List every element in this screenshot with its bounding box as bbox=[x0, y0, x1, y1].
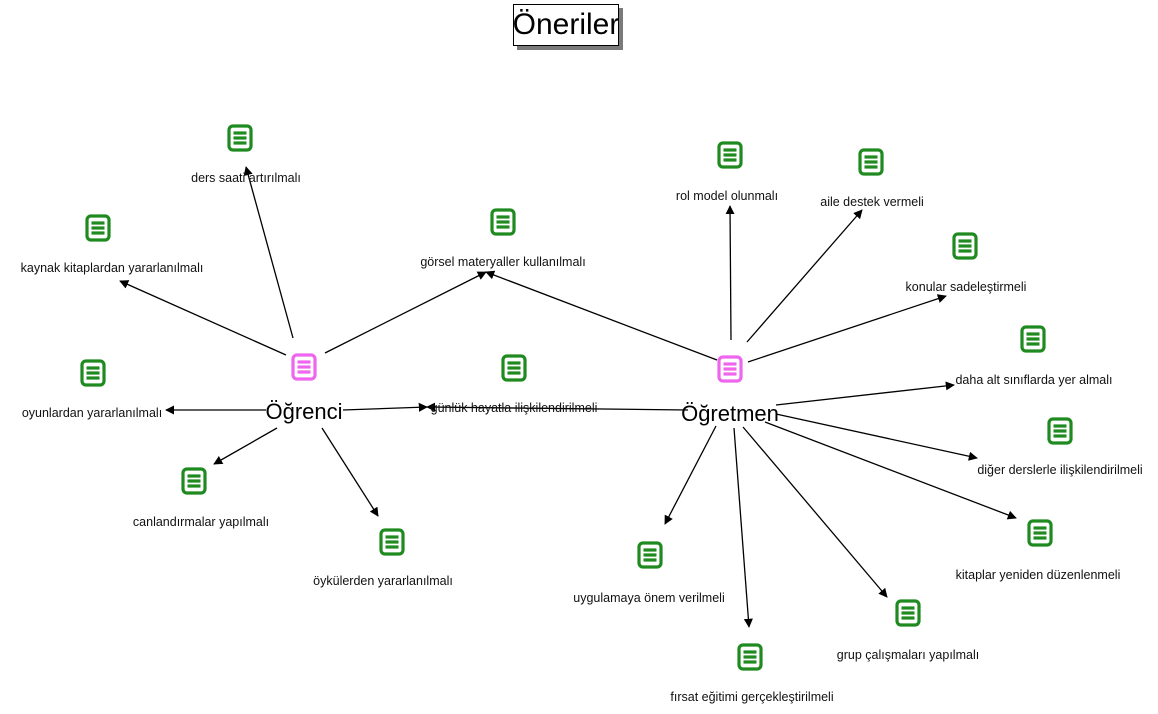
edge-ogretmen-to-aile bbox=[746, 209, 863, 343]
leaf-firsat-icon bbox=[737, 643, 763, 671]
leaf-oykuler-icon bbox=[379, 528, 405, 556]
leaf-aile-icon bbox=[858, 148, 884, 176]
leaf-diger-ders-icon bbox=[1047, 417, 1073, 445]
edge-ogretmen-to-alt-sinif bbox=[775, 381, 955, 406]
leaf-rol-model-icon bbox=[717, 141, 743, 169]
edge-ogretmen-to-firsat bbox=[733, 427, 753, 628]
leaf-alt-sinif-label: daha alt sınıflarda yer almalı bbox=[955, 373, 1113, 387]
leaf-grup-label: grup çalışmaları yapılmalı bbox=[836, 648, 980, 662]
edge-ogrenci-to-kaynak-kitap bbox=[119, 280, 287, 356]
leaf-konular-label: konular sadeleştirmeli bbox=[905, 280, 1027, 294]
edge-ogretmen-to-gorsel bbox=[485, 270, 718, 361]
leaf-gunluk-icon bbox=[501, 354, 527, 382]
edge-ogretmen-to-diger-ders bbox=[775, 413, 978, 461]
edge-ogrenci-to-canlandirma bbox=[213, 427, 278, 465]
leaf-ders-saati-icon bbox=[227, 124, 253, 152]
leaf-uygulama-label: uygulamaya önem verilmeli bbox=[573, 591, 725, 605]
edge-ogretmen-to-uygulama bbox=[664, 425, 717, 525]
leaf-kitaplar-icon bbox=[1027, 519, 1053, 547]
leaf-gorsel-icon bbox=[490, 208, 516, 236]
leaf-ders-saati-label: ders saati artırılmalı bbox=[191, 171, 301, 185]
hub-ogrenci-icon bbox=[291, 353, 317, 381]
edge-ogretmen-to-grup bbox=[742, 426, 888, 598]
edge-ogrenci-to-oykuler bbox=[321, 427, 379, 517]
edge-ogretmen-to-konular bbox=[747, 294, 947, 363]
leaf-oyunlar-icon bbox=[80, 359, 106, 387]
leaf-rol-model-label: rol model olunmalı bbox=[675, 189, 779, 203]
edge-ogrenci-to-gunluk bbox=[342, 402, 428, 412]
leaf-kaynak-kitap-label: kaynak kitaplardan yararlanılmalı bbox=[20, 261, 204, 275]
leaf-alt-sinif-icon bbox=[1020, 325, 1046, 353]
map-title: Öneriler bbox=[513, 4, 619, 46]
leaf-grup-icon bbox=[895, 599, 921, 627]
edge-ogrenci-to-ders-saati bbox=[243, 166, 294, 339]
leaf-oykuler-label: öykülerden yararlanılmalı bbox=[313, 574, 453, 588]
edge-ogretmen-to-rol-model bbox=[725, 205, 735, 341]
hub-ogrenci-label: Öğrenci bbox=[265, 399, 343, 424]
leaf-gorsel-label: görsel materyaller kullanılmalı bbox=[420, 255, 586, 269]
leaf-oyunlar-label: oyunlardan yararlanılmalı bbox=[21, 406, 163, 420]
leaf-kaynak-kitap-icon bbox=[85, 214, 111, 242]
leaf-uygulama-icon bbox=[637, 541, 663, 569]
edge-ogrenci-to-gorsel bbox=[324, 271, 487, 354]
leaf-firsat-label: fırsat eğitimi gerçekleştirilmeli bbox=[670, 690, 834, 704]
hub-ogretmen-label: Öğretmen bbox=[681, 401, 779, 426]
leaf-gunluk-label: günlük hayatla ilişkilendirilmeli bbox=[430, 401, 598, 415]
hub-ogretmen-icon bbox=[717, 355, 743, 383]
leaf-konular-icon bbox=[952, 232, 978, 260]
leaf-canlandirma-label: canlandırmalar yapılmalı bbox=[132, 515, 270, 529]
leaf-diger-ders-label: diğer derslerle ilişkilendirilmeli bbox=[977, 463, 1143, 477]
leaf-aile-label: aile destek vermeli bbox=[820, 195, 924, 209]
leaf-canlandirma-icon bbox=[181, 467, 207, 495]
leaf-kitaplar-label: kitaplar yeniden düzenlenmeli bbox=[955, 568, 1121, 582]
